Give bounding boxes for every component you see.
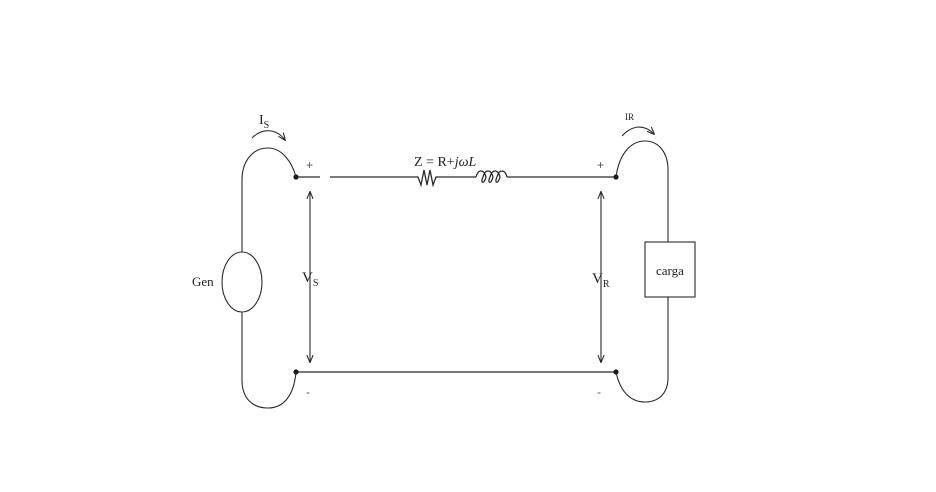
generator-symbol: [221, 251, 263, 313]
load-current-arrow: [621, 126, 654, 137]
generator-upper-wire: [241, 147, 297, 252]
load-plus-sign: +: [597, 158, 604, 172]
source-current-arrow: [251, 130, 285, 140]
load-minus-sign: -: [597, 385, 601, 399]
load-voltage-label: VR: [592, 271, 610, 290]
impedance-label: Z = R+jωL: [414, 155, 476, 170]
generator-label: Gen: [192, 274, 214, 289]
generator-loop: [221, 147, 297, 409]
source-minus-sign: -: [306, 385, 310, 399]
generator-lower-wire: [241, 312, 297, 409]
source-plus-sign: +: [306, 158, 313, 172]
resistor-symbol: [414, 169, 440, 188]
load-box: [644, 241, 696, 298]
source-voltage-label: VS: [302, 270, 318, 289]
load-current-label: IR: [625, 112, 634, 122]
inductor-symbol: [475, 170, 508, 183]
load-loop: [615, 140, 696, 403]
source-current-label: IS: [259, 113, 269, 131]
load-label: carga: [656, 263, 684, 278]
load-lower-wire: [615, 297, 669, 403]
top-conductor: [296, 169, 616, 188]
load-upper-wire: [615, 140, 669, 242]
